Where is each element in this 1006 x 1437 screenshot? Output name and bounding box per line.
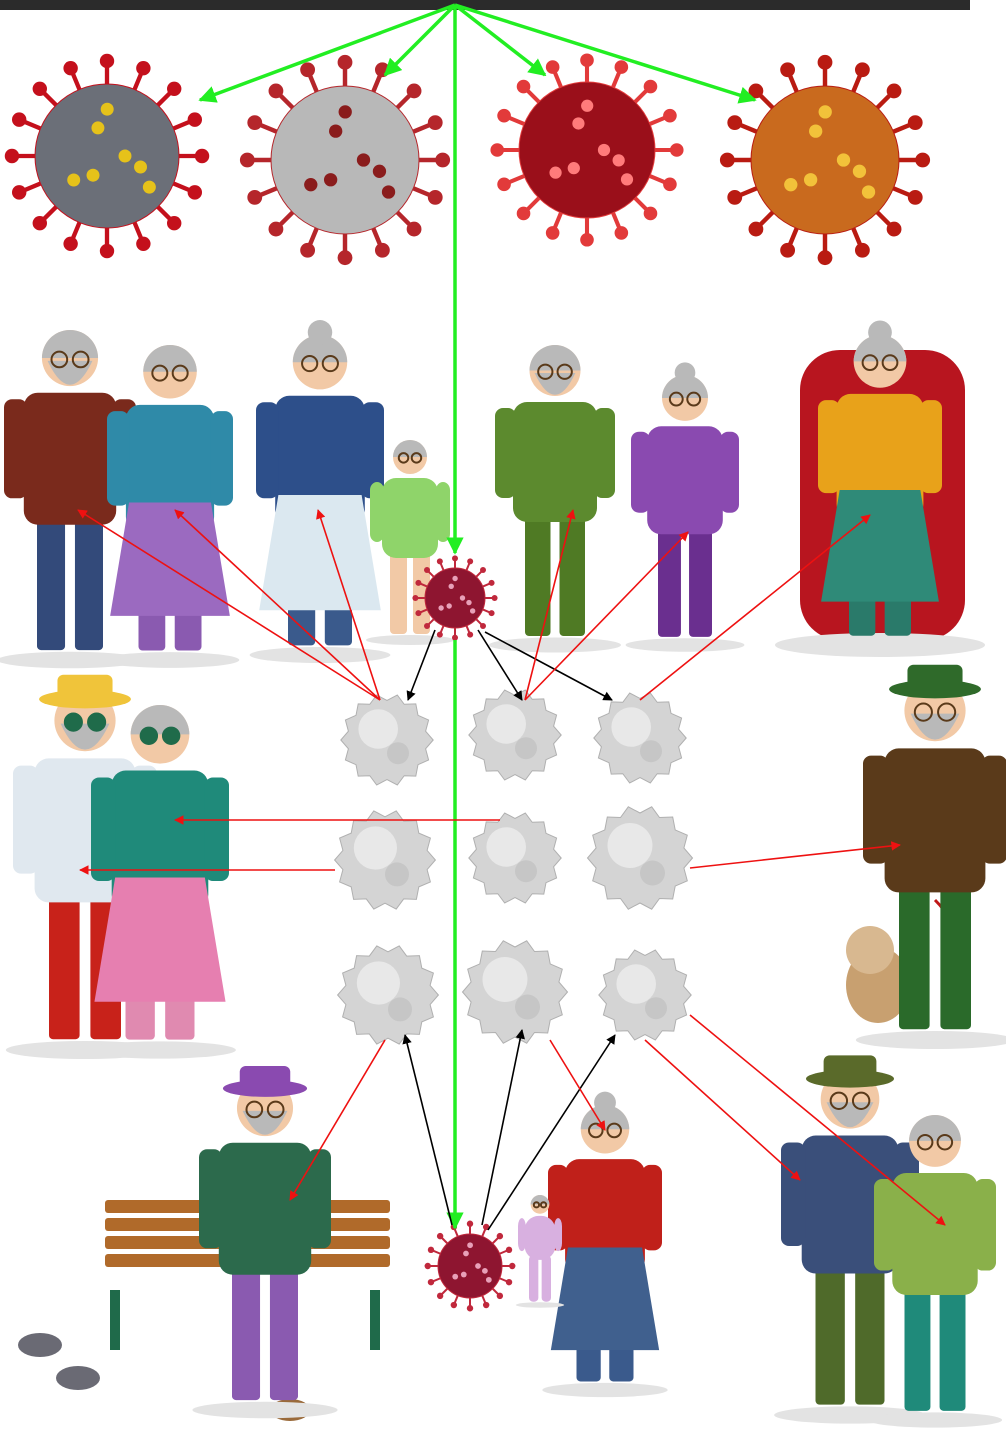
virus-spread-arrow [455, 5, 545, 75]
immune-cell [594, 693, 686, 783]
immune-link-arrow [290, 1040, 385, 1200]
elderly-couple-with-cane [0, 330, 239, 668]
immune-link-arrow [645, 1040, 800, 1180]
immune-cell-layer [335, 690, 693, 1044]
central-virus-upper [412, 555, 497, 640]
virus-to-cell-arrow [482, 1030, 522, 1225]
elderly-tourist-couple [774, 1055, 1002, 1427]
immune-cell [335, 811, 436, 909]
immune-cell [469, 690, 561, 780]
immune-cell [338, 946, 439, 1044]
immune-cell [469, 813, 561, 903]
central-virus-lower [425, 1221, 516, 1312]
elderly-man-on-bench [18, 1066, 390, 1421]
virus-rendering-grey [240, 55, 450, 265]
virus-rendering-orange [720, 55, 930, 265]
virus-rendering-red-glow [490, 53, 683, 246]
virus-to-cell-arrow [405, 1035, 452, 1225]
immune-cell [588, 807, 693, 909]
virus-layer [5, 53, 930, 1311]
elderly-man-walking-dog [846, 665, 1006, 1049]
grandmother-with-baby [516, 1092, 668, 1397]
immune-cell [599, 950, 691, 1040]
immune-link-arrow [550, 1040, 605, 1130]
virus-spread-arrow [385, 5, 455, 75]
immune-cell [463, 941, 568, 1043]
virus-rendering-3d-dark [5, 54, 209, 258]
elderly-couple-summer [6, 675, 236, 1059]
grandmother-knitting-in-armchair [775, 321, 985, 657]
immune-cell [341, 695, 433, 785]
